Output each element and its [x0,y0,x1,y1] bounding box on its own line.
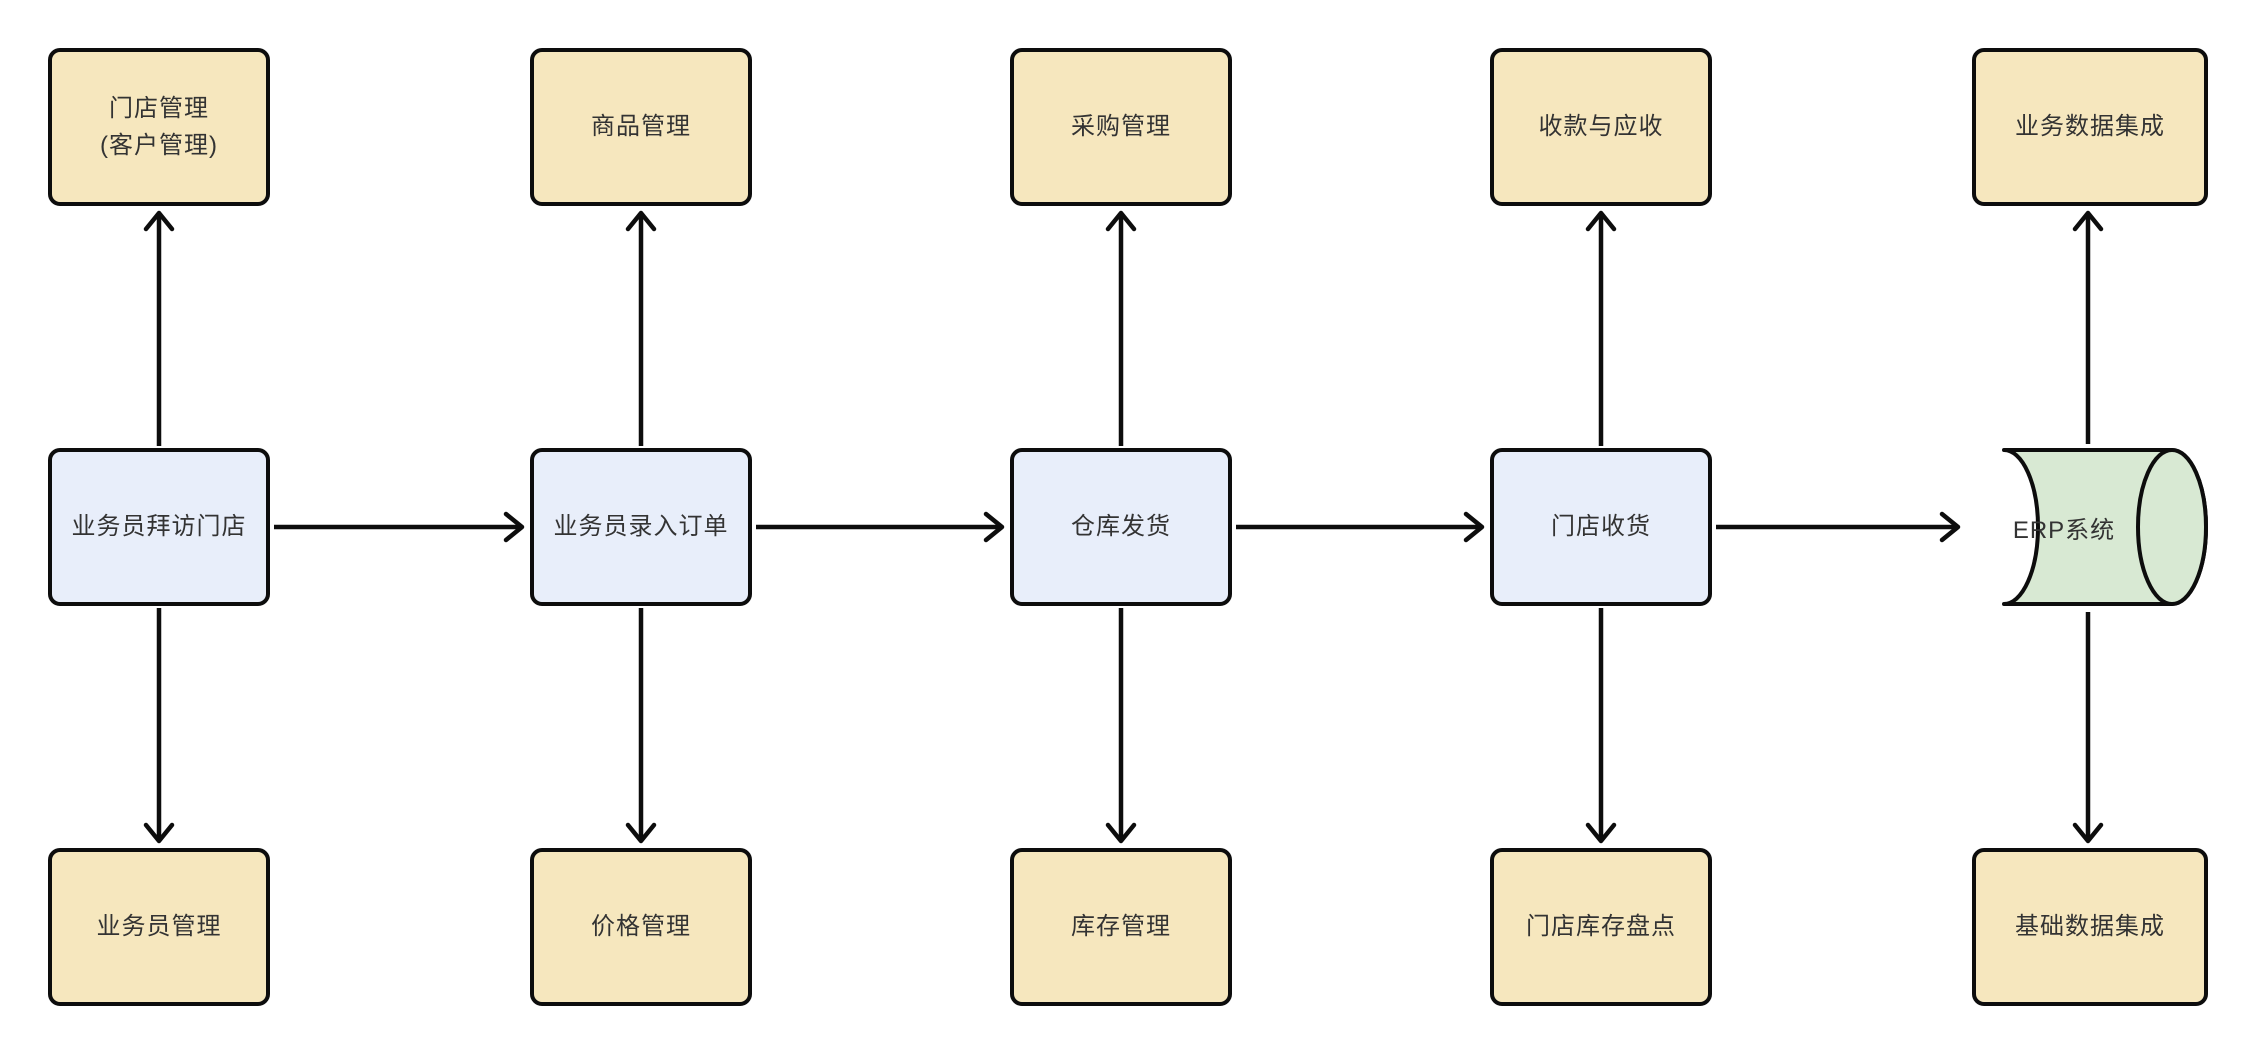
erp-system-label: ERP系统 [2012,516,2116,544]
node-receivables-collection: 收款与应收 [1490,48,1712,206]
node-store-management: 门店管理 (客户管理) [48,48,270,206]
node-salesman-enter-order: 业务员录入订单 [530,448,752,606]
node-price-management: 价格管理 [530,848,752,1006]
cylinder-shape-icon [2002,448,2208,606]
node-purchase-management: 采购管理 [1010,48,1232,206]
node-store-receiving: 门店收货 [1490,448,1712,606]
node-basic-data-integration: 基础数据集成 [1972,848,2208,1006]
node-product-management: 商品管理 [530,48,752,206]
node-inventory-management: 库存管理 [1010,848,1232,1006]
node-business-data-integration: 业务数据集成 [1972,48,2208,206]
node-warehouse-shipping: 仓库发货 [1010,448,1232,606]
node-store-inventory-count: 门店库存盘点 [1490,848,1712,1006]
node-salesman-management: 业务员管理 [48,848,270,1006]
node-salesman-visit-store: 业务员拜访门店 [48,448,270,606]
node-erp-system: ERP系统 [1966,446,2210,608]
